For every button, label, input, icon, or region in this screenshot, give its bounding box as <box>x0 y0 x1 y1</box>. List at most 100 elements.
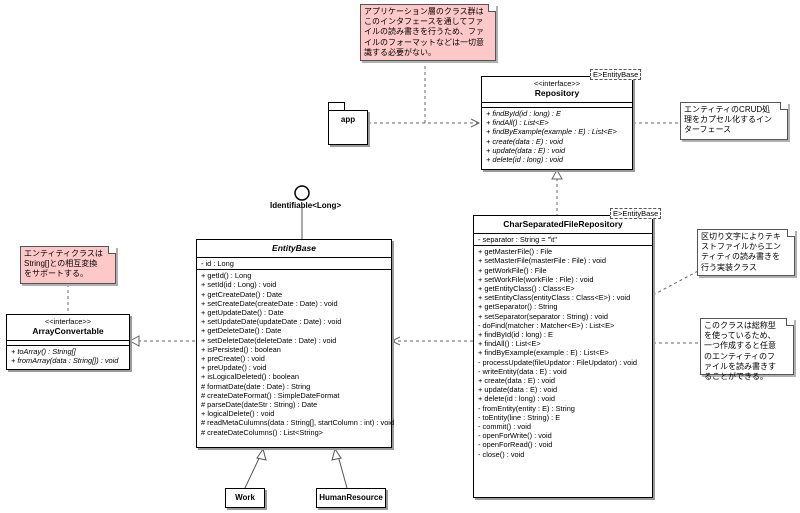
method-row: + findById(id : long) : E <box>486 109 561 118</box>
method-row: # createDateColumns() : List<String> <box>201 427 323 437</box>
method-row: - commit() : void <box>478 422 531 432</box>
method-row: + findAll() : List<E> <box>478 339 541 349</box>
note-fold-icon <box>786 318 794 326</box>
method-row: + setId(id : Long) : void <box>201 280 277 290</box>
lollipop-interface-icon <box>294 185 310 201</box>
attributes-section: - separator : String = "\t" <box>474 234 652 247</box>
method-row: + findByExample(example : E) : List<E> <box>478 348 609 358</box>
stereotype: <<interface>> <box>44 317 92 326</box>
method-row: - toEntity(line : String) : E <box>478 412 561 422</box>
methods-section: + findById(id : long) : E+ findAll() : L… <box>482 108 632 165</box>
class-name: EntityBase <box>272 243 316 253</box>
method-row: + setMasterFile(masterFile : File) : voi… <box>478 256 606 266</box>
note-csv-repository: 区切り文字によりテキストファイルからエンティティの読み書きを行う実装クラス <box>697 229 795 276</box>
method-row: + setEntityClass(entityClass : Class<E>)… <box>478 293 631 303</box>
method-row: + findByExample(example : E) : List<E> <box>486 127 617 137</box>
method-row: + toArray() : String[] <box>11 347 76 356</box>
method-row: + setDeleteDate(deleteDate : Date) : voi… <box>201 335 337 345</box>
method-row: + create(data : E) : void <box>478 376 556 386</box>
dependency-arrowhead <box>390 336 401 346</box>
method-row: + delete(id : long) : void <box>486 155 564 165</box>
method-row: + getUpdateDate() : Date <box>201 308 284 318</box>
note-repository-text: エンティティのCRUD処理をカプセル化するインターフェース <box>684 105 772 135</box>
realization-arrowhead <box>551 168 563 180</box>
class-work[interactable]: Work <box>225 488 265 508</box>
method-row: + setWorkFile(workFile : File) : void <box>478 274 594 284</box>
class-name: Repository <box>534 88 580 98</box>
realization-arrowhead <box>128 335 140 347</box>
note-array-convertable: エンティティクラスはString[]との相互変換をサポートする。 <box>20 246 116 284</box>
generalization-arrowhead <box>331 447 342 461</box>
methods-section: + toArray() : String[]+ fromArray(data :… <box>7 346 129 366</box>
class-header: <<interface>> ArrayConvertable <box>7 315 129 341</box>
method-row: + setCreateDate(createDate : Date) : voi… <box>201 298 338 308</box>
class-repository[interactable]: <<interface>> Repository + findById(id :… <box>481 76 633 170</box>
class-array-convertable[interactable]: <<interface>> ArrayConvertable + toArray… <box>6 314 130 370</box>
method-row: + findById(id : long) : E <box>478 330 553 340</box>
method-row: - openForWrite() : void <box>478 431 552 441</box>
method-row: + getSeparator() : String <box>478 302 558 312</box>
method-row: # parseDate(dateStr : String) : Date <box>201 400 318 410</box>
class-name: CharSeparatedFileRepository <box>503 219 623 229</box>
method-row: + getMasterFile() : File <box>478 247 553 257</box>
class-header: <<interface>> Repository <box>482 77 632 103</box>
method-row: - processUpdate(fileUpdator : FileUpdato… <box>478 357 637 367</box>
note-repository: エンティティのCRUD処理をカプセル化するインターフェース <box>680 102 788 140</box>
method-row: + getEntityClass() : Class<E> <box>478 284 575 294</box>
method-row: + getId() : Long <box>201 271 252 281</box>
method-row: # formatDate(date : Date) : String <box>201 381 311 391</box>
package-app[interactable]: app <box>328 110 368 145</box>
method-row: + create(data : E) : void <box>486 136 564 146</box>
method-row: + preUpdate() : void <box>201 363 267 373</box>
type-parameter: E>EntityBase <box>610 208 662 219</box>
attributes-section <box>482 103 632 108</box>
class-header: EntityBase <box>197 240 391 258</box>
method-row: + setUpdateDate(updateDate : Date) : voi… <box>201 317 342 327</box>
method-row: + isLogicalDeleted() : boolean <box>201 372 299 382</box>
note-fold-icon <box>488 4 496 12</box>
note-fold-icon <box>787 229 795 237</box>
note-anchor-csv <box>652 269 701 296</box>
method-row: - close() : void <box>478 449 525 459</box>
type-parameter: E>EntityBase <box>590 69 642 80</box>
stereotype: <<interface>> <box>533 79 581 88</box>
generalization-arrowhead <box>256 447 267 461</box>
method-row: + preCreate() : void <box>201 354 265 364</box>
method-row: # readMetaCulumns(data : String[], start… <box>201 418 395 428</box>
method-row: + findAll() : List<E> <box>486 118 549 128</box>
attributes-section <box>7 341 129 346</box>
method-row: + getCreateDate() : Date <box>201 289 283 299</box>
method-row: - writeEntity(data : E) : void <box>478 366 567 376</box>
note-fold-icon <box>780 102 788 110</box>
attribute-row: - id : Long <box>201 259 234 268</box>
class-entity-base[interactable]: EntityBase - id : Long + getId() : Long+… <box>196 239 395 448</box>
lollipop-label: Identifiable<Long> <box>270 201 342 210</box>
class-char-separated-file-repository[interactable]: CharSeparatedFileRepository - separator … <box>473 215 653 498</box>
package-tab <box>328 102 345 111</box>
method-row: + delete(id : long) : void <box>478 394 556 404</box>
note-array-text: エンティティクラスはString[]との相互変換をサポートする。 <box>24 249 103 279</box>
method-row: + getWorkFile() : File <box>478 265 547 275</box>
package-app-label: app <box>340 115 356 124</box>
method-row: + update(data : E) : void <box>486 145 566 155</box>
method-row: + fromArray(data : String[]) : void <box>11 356 119 366</box>
dependency-arrowhead <box>470 118 481 128</box>
method-row: - doFind(matcher : Matcher<E>) : List<E> <box>478 320 615 330</box>
method-row: + getDeleteDate() : Date <box>201 326 282 336</box>
class-name: ArrayConvertable <box>32 326 104 336</box>
note-app-text: アプリケーション層のクラス群はこのインタフェースを通してファイルの読み書きを行う… <box>364 7 484 57</box>
method-row: # createDateFormat() : SimpleDateFormat <box>201 390 340 400</box>
method-row: + update(data : E) : void <box>478 385 558 395</box>
method-row: - openForRead() : void <box>478 440 553 450</box>
method-row: + isPersisted() : boolean <box>201 344 281 354</box>
attributes-section: - id : Long <box>197 258 391 271</box>
note-generic-text: このクラスは総称型を使っているため、一つ作成すると任意のエンティティのファイルを… <box>704 321 776 382</box>
note-generic: このクラスは総称型を使っているため、一つ作成すると任意のエンティティのファイルを… <box>700 318 794 381</box>
class-header: CharSeparatedFileRepository <box>474 216 652 234</box>
class-human-resource[interactable]: HumanResource <box>316 488 386 508</box>
method-row: + setSeparator(separator : String) : voi… <box>478 311 609 321</box>
note-csv-text: 区切り文字によりテキストファイルからエンティティの読み書きを行う実装クラス <box>701 232 781 272</box>
note-app-layer: アプリケーション層のクラス群はこのインタフェースを通してファイルの読み書きを行う… <box>360 4 496 61</box>
note-fold-icon <box>108 246 116 254</box>
